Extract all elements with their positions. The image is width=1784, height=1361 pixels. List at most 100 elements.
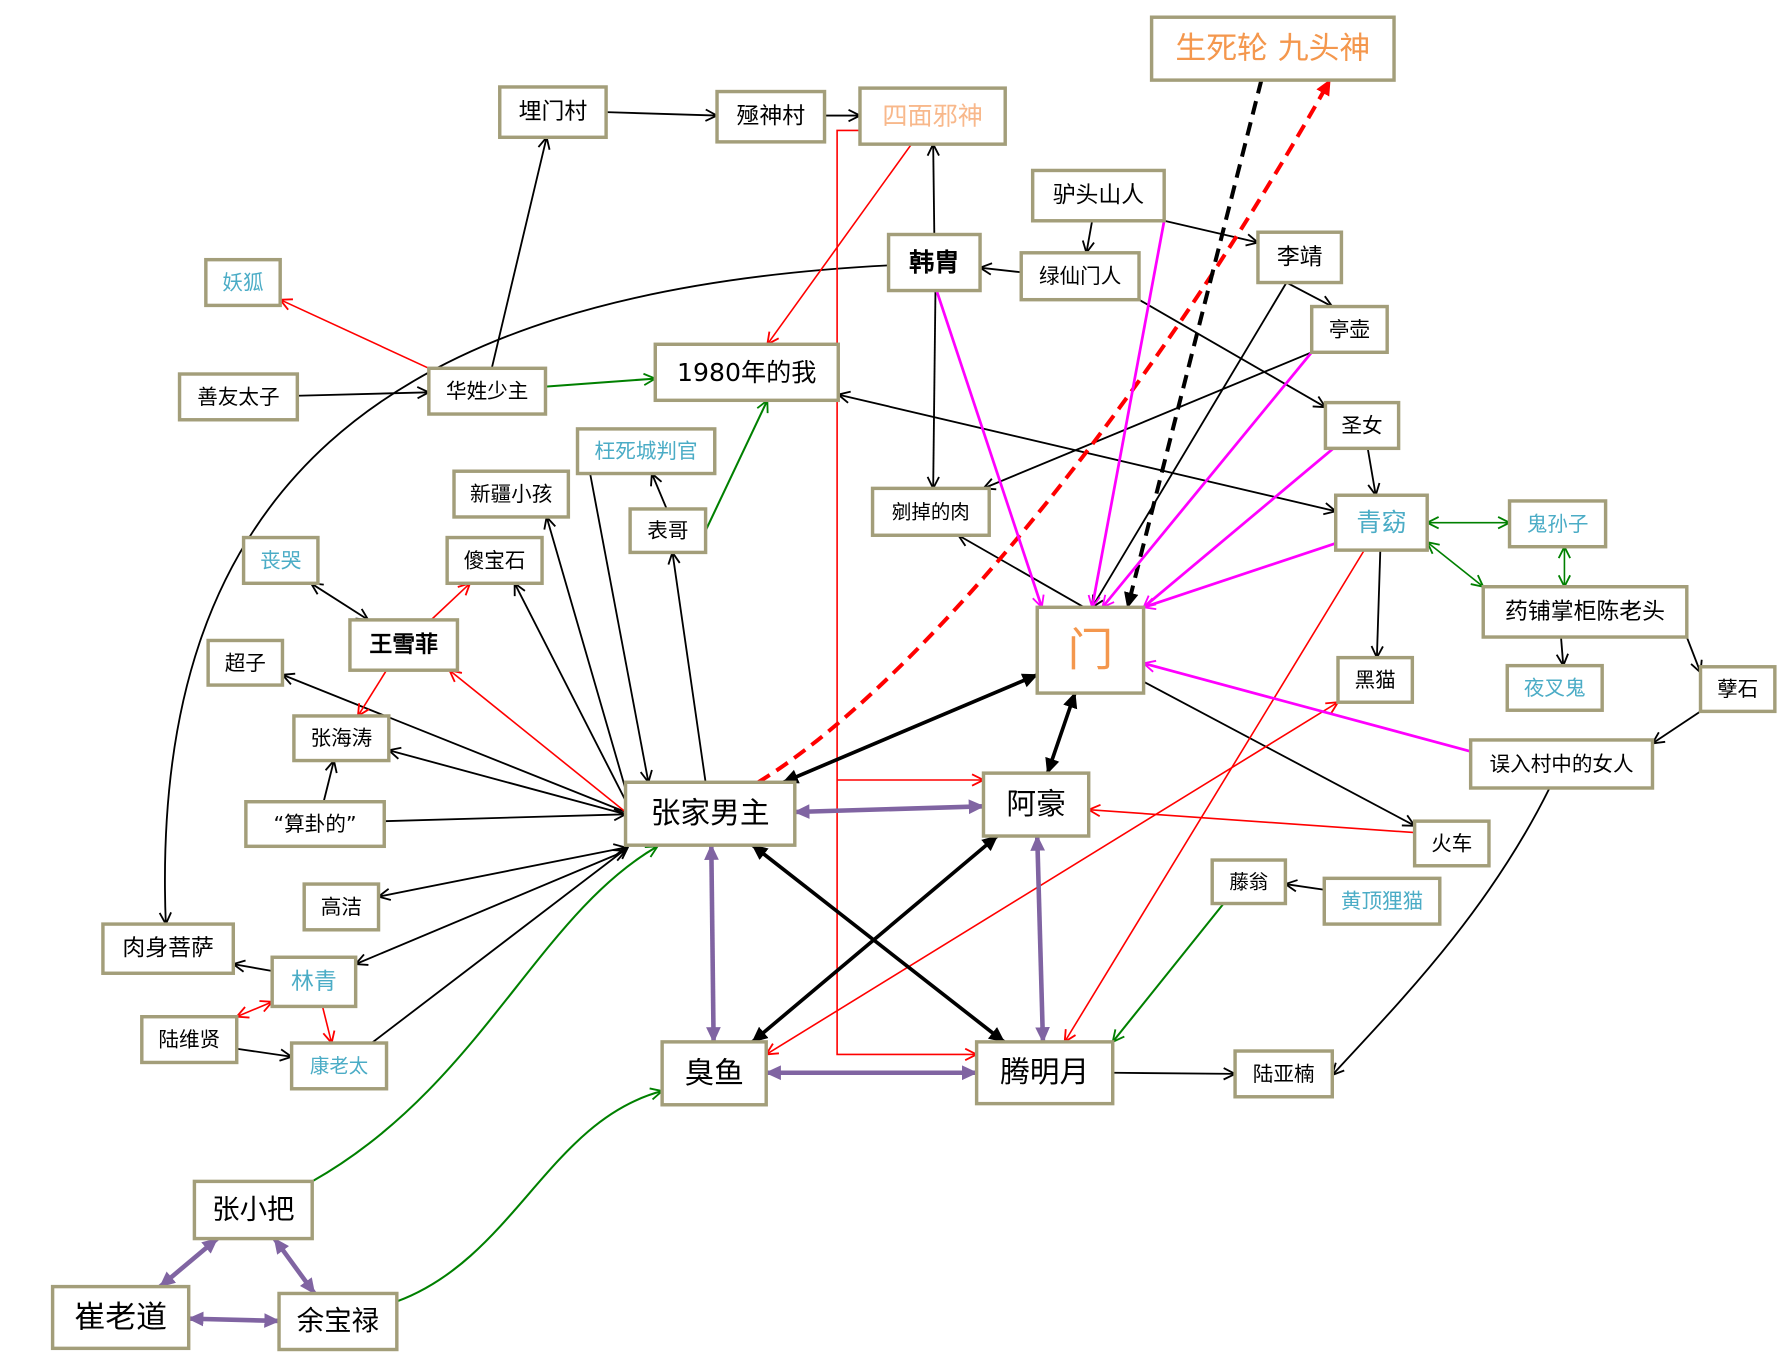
node-box — [715, 89, 827, 144]
node-lvtoushanren: 驴头山人 — [1030, 168, 1166, 223]
node-tengmingyue: 腾明月 — [974, 1040, 1115, 1106]
node-box — [1210, 858, 1288, 906]
edge-linqing-to-roushenpusa — [233, 964, 273, 971]
node-box — [192, 1179, 314, 1241]
node-box — [628, 507, 708, 555]
node-lvxianmenren: 绿仙门人 — [1019, 251, 1141, 302]
node-box — [289, 1041, 389, 1091]
edge-huaxingshaozhu-to-yaohu — [280, 300, 430, 370]
node-label: 崔老道 — [74, 1299, 167, 1335]
node-nieshi: 孽石 — [1698, 665, 1777, 714]
edge-shengsilun-to-men — [1124, 79, 1264, 609]
node-box — [660, 1040, 768, 1107]
node-box — [886, 232, 982, 293]
node-box — [1505, 663, 1604, 712]
edge-shengnv-to-men — [1144, 447, 1335, 607]
node-label: 阿豪 — [1006, 787, 1065, 822]
node-shanyoutaizi: 善友太子 — [177, 372, 300, 422]
node-box — [1149, 15, 1396, 82]
edge-biaoge-to-wangsichengpanguan — [652, 474, 668, 510]
edges-layer — [158, 79, 1702, 1328]
node-xinjiangxiaohai: 新疆小孩 — [452, 469, 571, 519]
node-label: 门 — [1068, 624, 1114, 677]
node-box — [1019, 251, 1141, 302]
edge-zhangxiaoba-to-yubaolu — [272, 1237, 317, 1295]
node-label: 丧哭 — [260, 548, 301, 572]
edge-zhangjiananzhu-to-chaozi — [282, 675, 626, 813]
edge-zhangxiaoba-to-zhangjiananzhu — [311, 846, 657, 1183]
edge-zhangjiananzhu-to-gaojie — [379, 847, 626, 896]
node-box — [244, 800, 386, 849]
node-kanglaotai: 康老太 — [289, 1041, 389, 1091]
edge-zhangjiananzhu-to-chouyu — [704, 843, 721, 1044]
edge-cuilaodao-to-yubaolu — [187, 1311, 281, 1328]
node-suanguade: “算卦的” — [244, 800, 386, 849]
node-label: 韩胄 — [909, 248, 959, 277]
node-label: 善友太子 — [197, 385, 279, 409]
node-maimencun: 埋门村 — [498, 85, 608, 140]
node-box — [452, 469, 571, 519]
node-hanzhou: 韩胄 — [886, 232, 982, 293]
edge-shengnv-to-qingyao — [1366, 448, 1376, 495]
node-box — [1323, 400, 1401, 451]
node-guisunzi: 鬼孙子 — [1507, 499, 1608, 549]
node-yechagui: 夜叉鬼 — [1505, 663, 1604, 712]
node-huaxingshaozhu: 华姓少主 — [427, 366, 548, 416]
edge-zhangjiananzhu-to-biaoge — [672, 552, 707, 783]
node-box — [101, 922, 236, 975]
node-box — [177, 372, 300, 422]
edge-wangxuefei-to-shabaoshi — [430, 583, 470, 621]
node-box — [1468, 738, 1655, 790]
edge-nieshi-to-wurunv — [1652, 710, 1702, 743]
node-shengsilun: 生死轮 九头神 — [1149, 15, 1396, 82]
edge-zhangjiananzhu-to-linqing — [356, 851, 626, 964]
node-box — [858, 86, 1007, 146]
node-box — [302, 882, 381, 932]
node-label: 妖狐 — [222, 271, 263, 295]
edge-huaxingshaozhu-to-wo1980 — [545, 379, 655, 388]
edge-ahao-to-chouyu — [751, 834, 999, 1044]
node-label: 驴头山人 — [1053, 183, 1145, 209]
node-label: 陆维贤 — [158, 1028, 220, 1052]
edge-men-to-wandiaoderou — [958, 535, 1085, 609]
node-box — [575, 427, 717, 476]
node-chouyu: 臭鱼 — [660, 1040, 768, 1107]
node-lijing: 李靖 — [1256, 230, 1344, 285]
edge-lvtoushanren-to-men — [1092, 220, 1166, 608]
node-yaopu: 药铺掌柜陈老头 — [1481, 585, 1689, 639]
edge-qingyao-to-heimao — [1377, 550, 1380, 657]
node-wangsichengpanguan: 枉死城判官 — [575, 427, 717, 476]
node-ahao: 阿豪 — [981, 771, 1091, 838]
edge-luweixian-to-kanglaotai — [236, 1047, 292, 1057]
node-label: 青窈 — [1356, 508, 1406, 537]
node-yaohu: 妖狐 — [204, 257, 282, 308]
node-wo1980: 1980年的我 — [653, 342, 840, 403]
node-label: “算卦的” — [274, 812, 357, 836]
node-box — [50, 1284, 191, 1351]
node-wurunv: 误入村中的女人 — [1468, 738, 1655, 790]
edge-ahao-to-tengmingyue — [1030, 834, 1050, 1044]
node-box — [623, 780, 797, 847]
node-label: 新疆小孩 — [470, 482, 552, 506]
node-label: 林青 — [291, 969, 337, 995]
edge-tengmingyue-to-luyanan — [1112, 1073, 1235, 1074]
edge-hanzhou-to-men — [935, 290, 1042, 608]
node-label: 剜掉的肉 — [892, 500, 970, 523]
node-simianxieshen: 四面邪神 — [858, 86, 1007, 146]
node-label: 张海涛 — [310, 726, 372, 750]
node-label: 华姓少主 — [446, 379, 528, 403]
node-label: 王雪菲 — [369, 632, 438, 658]
node-biaoge: 表哥 — [628, 507, 708, 555]
node-box — [1336, 655, 1415, 704]
node-box — [241, 535, 320, 586]
edge-hanzhou-to-wandiaoderou — [933, 290, 935, 489]
node-label: 张小把 — [212, 1194, 294, 1225]
edge-huangdinglimao-to-tengweng — [1285, 884, 1325, 890]
node-label: 表哥 — [647, 519, 688, 543]
node-zhangxiaoba: 张小把 — [192, 1179, 314, 1241]
node-box — [277, 1291, 399, 1352]
edge-yubaolu-to-chouyu — [396, 1091, 662, 1303]
edge-simianxieshen-to-wo1980 — [767, 143, 913, 344]
node-box — [292, 714, 391, 763]
